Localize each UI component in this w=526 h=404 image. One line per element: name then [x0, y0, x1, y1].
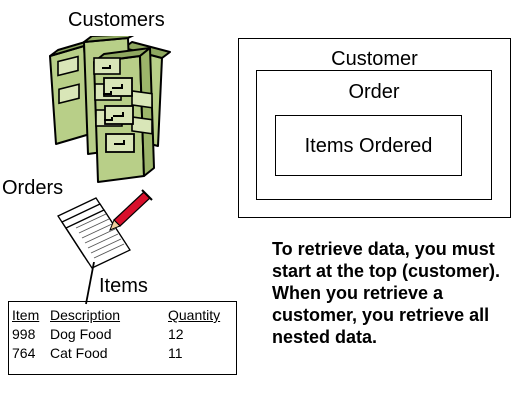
customers-label: Customers: [68, 9, 165, 31]
cell-item: 998: [12, 326, 36, 342]
items-ordered-box-title: Items Ordered: [304, 135, 433, 157]
header-quantity: Quantity: [168, 307, 221, 323]
cell-description: Cat Food: [50, 345, 108, 361]
order-papers-icon: [57, 189, 153, 269]
items-table: Item Description Quantity 998 Dog Food 1…: [8, 301, 237, 375]
items-label: Items: [99, 275, 148, 297]
table-header: Item Description Quantity: [9, 306, 236, 324]
table-row: 998 Dog Food 12: [9, 325, 236, 343]
cell-item: 764: [12, 345, 36, 361]
pen-icon: [109, 189, 153, 231]
order-box-title: Order: [348, 81, 400, 103]
arrow-line: [85, 262, 95, 305]
cell-description: Dog Food: [50, 326, 112, 342]
orders-label: Orders: [2, 177, 64, 199]
cell-quantity: 11: [168, 345, 183, 361]
cell-quantity: 12: [168, 326, 184, 342]
file-cabinets-icon: [49, 36, 171, 183]
retrieval-note: To retrieve data, you must start at the …: [272, 239, 501, 347]
customer-box-title: Customer: [331, 48, 418, 70]
table-row: 764 Cat Food 11: [9, 344, 236, 362]
items-ordered-box: Items Ordered: [275, 115, 462, 176]
header-item: Item: [12, 307, 40, 323]
header-description: Description: [50, 307, 121, 323]
